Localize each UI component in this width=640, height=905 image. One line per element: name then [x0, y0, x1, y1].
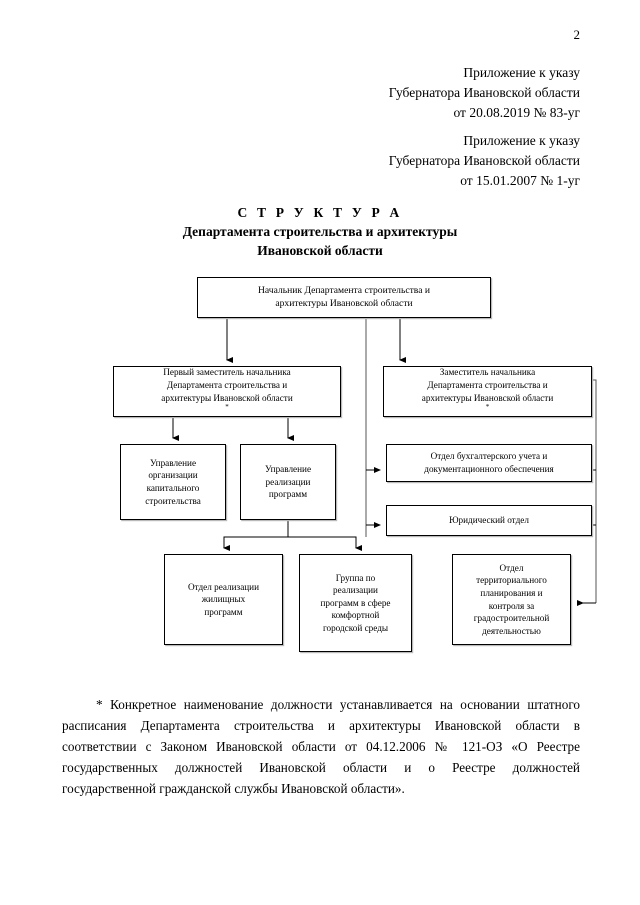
node-housing-line-1: Отдел реализации: [187, 581, 260, 592]
node-uprav-capital-line-4: строительства: [145, 495, 201, 506]
node-accounting: Отдел бухгалтерского учета и документаци…: [386, 444, 592, 482]
appendix-2-line-1: Приложение к указу: [463, 133, 580, 148]
node-territorial-line-2: территориального: [476, 575, 547, 586]
node-head: Начальник Департамента строительства и а…: [197, 277, 491, 318]
node-uprav-capital-line-1: Управление: [149, 457, 197, 468]
appendix-1-line-1: Приложение к указу: [463, 65, 580, 80]
node-uprav-capital-line-3: капитального: [146, 483, 200, 493]
node-urban-group-line-4: комфортной: [331, 610, 380, 621]
node-deputy-first-line-1: Первый заместитель начальника: [163, 367, 291, 378]
node-deputy-first: Первый заместитель начальника Департамен…: [113, 366, 341, 417]
edge-deputy-right-spine: [592, 379, 597, 603]
node-uprav-programs-line-2: реализации: [265, 476, 311, 487]
footnote-text: * Конкретное наименование должности уста…: [62, 697, 580, 796]
node-housing: Отдел реализации жилищных программ: [164, 554, 283, 645]
title-line-3: Ивановской области: [257, 243, 383, 258]
node-deputy-first-line-3-text: архитектуры Ивановской области: [161, 392, 293, 403]
node-legal: Юридический отдел: [386, 505, 592, 536]
edge-uprav-programs-to-housing: [223, 521, 289, 551]
node-head-line-1: Начальник Департамента строительства и: [258, 284, 430, 296]
title-line-2: Департамента строительства и архитектуры: [182, 224, 458, 239]
appendix-reference-1: Приложение к указу Губернатора Ивановско…: [389, 63, 580, 123]
appendix-1-line-3: от 20.08.2019 № 83-уг: [453, 105, 580, 120]
page-title: С Т Р У К Т У Р А Департамента строитель…: [0, 203, 640, 260]
node-deputy-line-2: Департамента строительства и: [427, 379, 548, 390]
appendix-2-line-2: Губернатора Ивановской области: [388, 153, 580, 168]
node-uprav-programs-line-3: программ: [268, 489, 308, 500]
node-uprav-programs-line-1: Управление: [264, 464, 312, 475]
node-urban-group: Группа по реализации программ в сфере ко…: [299, 554, 412, 652]
node-uprav-capital: Управление организации капитального стро…: [120, 444, 226, 520]
node-territorial-line-3: планирования и: [480, 587, 543, 598]
appendix-reference-2: Приложение к указу Губернатора Ивановско…: [389, 131, 580, 191]
node-housing-line-2: жилищных: [201, 594, 246, 605]
node-urban-group-line-5: городской среды: [322, 622, 389, 633]
node-housing-line-3: программ: [204, 606, 243, 617]
node-deputy-line-1: Заместитель начальника: [439, 367, 536, 378]
node-territorial-line-4: контроля за: [488, 600, 535, 611]
node-deputy-line-3-text: архитектуры Ивановской области: [421, 392, 554, 403]
node-deputy-first-line-2: Департамента строительства и: [166, 379, 288, 390]
page-number: 2: [573, 27, 581, 42]
node-uprav-programs: Управление реализации программ: [240, 444, 336, 520]
node-head-line-2: архитектуры Ивановской области: [275, 297, 413, 309]
node-deputy-line-3: архитектуры Ивановской области*: [422, 392, 554, 417]
node-legal-line-1: Юридический отдел: [449, 515, 529, 526]
footnote-marker-asterisk: *: [225, 403, 229, 412]
node-deputy: Заместитель начальника Департамента стро…: [383, 366, 592, 417]
node-urban-group-line-2: реализации: [333, 585, 378, 596]
appendix-2-line-3: от 15.01.2007 № 1-уг: [460, 173, 580, 188]
footnote-marker-asterisk: *: [485, 403, 490, 412]
node-territorial: Отдел территориального планирования и ко…: [452, 554, 571, 645]
node-territorial-line-5: градостроительной: [473, 613, 550, 624]
node-territorial-line-6: деятельностью: [482, 625, 541, 636]
node-urban-group-line-1: Группа по: [335, 572, 376, 583]
edge-uprav-programs-to-group: [288, 536, 362, 551]
node-deputy-first-line-3: архитектуры Ивановской области*: [161, 392, 293, 417]
node-accounting-line-1: Отдел бухгалтерского учета и: [430, 451, 548, 462]
node-accounting-line-2: документационного обеспечения: [424, 464, 554, 474]
node-territorial-line-1: Отдел: [499, 562, 524, 573]
node-uprav-capital-line-2: организации: [148, 470, 198, 481]
node-urban-group-line-3: программ в сфере: [320, 597, 391, 608]
title-line-1: С Т Р У К Т У Р А: [237, 205, 403, 220]
appendix-1-line-2: Губернатора Ивановской области: [388, 85, 580, 100]
